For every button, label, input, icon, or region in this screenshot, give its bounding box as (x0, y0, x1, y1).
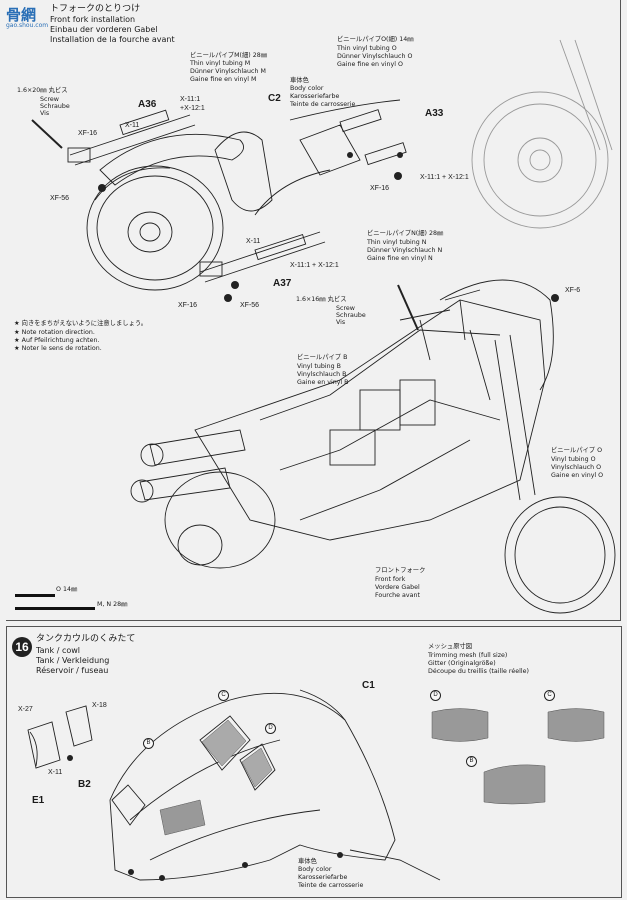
callout-mesh-b: B (466, 756, 477, 767)
tube-m-jp: ビニールパイプM(細) 28㎜ (190, 52, 268, 59)
scale-bar-o (15, 594, 55, 597)
step15-title-fr: Installation de la fourche avant (50, 35, 175, 44)
tube-o-top-fr: Gaine fine en vinyl O (337, 61, 403, 68)
screw-mid-de: Schraube (336, 312, 366, 319)
tube-b-jp: ビニールパイプ B (297, 354, 348, 361)
body-color-fr: Teinte de carrosserie (290, 101, 356, 108)
part-e1: E1 (32, 795, 45, 806)
part-a33: A33 (425, 108, 444, 119)
front-fork-de: Vordere Gabel (375, 584, 420, 591)
paint-x27: X-27 (18, 706, 33, 713)
tube-b-de: Vinylschlauch B (297, 371, 347, 378)
body-color16-de: Karosseriefarbe (298, 874, 348, 881)
screw-mid-size: 1.6×16㎜ 丸ビス (296, 296, 347, 303)
callout-mesh-c: C (544, 690, 555, 701)
part-b2: B2 (78, 779, 91, 790)
part-a37: A37 (273, 278, 292, 289)
step16-title-fr: Réservoir / fuseau (36, 666, 109, 675)
note-en: ★ Note rotation direction. (14, 329, 95, 336)
mesh-fr: Découpe du treillis (taille réelle) (428, 668, 529, 675)
tube-b-fr: Gaine en vinyl B (297, 379, 349, 386)
body-color16-fr: Teinte de carrosserie (298, 882, 364, 889)
paint-x11-x12-c: X-11:1 + X-12:1 (290, 262, 339, 269)
step16-title-jp: タンクカウルのくみたて (36, 634, 136, 644)
callout-c-a: C (218, 690, 229, 701)
note-de: ★ Auf Pfeilrichtung achten. (14, 337, 100, 344)
body-color16-jp: 車体色 (298, 858, 317, 865)
step16-title-en: Tank / cowl (36, 646, 81, 655)
paint-xf16-b: XF-16 (370, 185, 390, 192)
tube-o-top-jp: ビニールパイプO(細) 14㎜ (337, 36, 414, 43)
tube-o-top-en: Thin vinyl tubing O (337, 45, 397, 52)
paint-x11-x12-b: X-11:1 + X-12:1 (420, 174, 469, 181)
tube-o-right-fr: Gaine en vinyl O (551, 472, 604, 479)
tube-m-fr: Gaine fine en vinyl M (190, 76, 257, 83)
screw-mid-en: Screw (336, 305, 355, 312)
watermark-url: gao.shou.com (6, 22, 49, 29)
screw-mid-fr: Vis (336, 319, 346, 326)
body-color-jp: 車体色 (290, 77, 309, 84)
paint-x11-x12-a: X-11:1 +X-12:1 (180, 96, 205, 112)
note-jp: ★ 向きをまちがえないように注意しましょう。 (14, 320, 148, 327)
part-c2: C2 (268, 93, 281, 104)
step15-title-jp: トフォークのとりつけ (50, 4, 141, 14)
tube-n-en: Thin vinyl tubing N (367, 239, 427, 246)
paint-x18: X-18 (92, 702, 107, 709)
part-c1: C1 (362, 680, 375, 691)
paint-xf16-a: XF-16 (78, 130, 98, 137)
body-color16-en: Body color (298, 866, 332, 873)
callout-mesh-d: D (430, 690, 441, 701)
tube-b-en: Vinyl tubing B (297, 363, 341, 370)
step-16-panel (6, 626, 622, 898)
paint-x11-b: X-11 (246, 238, 261, 245)
screw-top-size: 1.6×20㎜ 丸ビス (17, 87, 68, 94)
step15-title-de: Einbau der vorderen Gabel (50, 25, 158, 34)
front-fork-jp: フロントフォーク (375, 567, 426, 574)
screw-top-fr: Vis (40, 110, 50, 117)
front-fork-drawing (31, 39, 616, 614)
tube-o-right-de: Vinylschlauch O (551, 464, 602, 471)
mesh-de: Gitter (Originalgröße) (428, 660, 496, 667)
callout-b-a: B (143, 738, 154, 749)
paint-xf6: XF-6 (565, 287, 581, 294)
tube-o-top-de: Dünner Vinylschlauch O (337, 53, 413, 60)
paint-x11: X-11 (48, 769, 63, 776)
mesh-en: Trimming mesh (full size) (428, 652, 508, 659)
step-16-number: 16 (12, 637, 32, 657)
tube-n-jp: ビニールパイプN(細) 28㎜ (367, 230, 444, 237)
scale-o-label: O 14㎜ (56, 586, 78, 593)
body-color-en: Body color (290, 85, 324, 92)
part-a36: A36 (138, 99, 157, 110)
step16-title-de: Tank / Verkleidung (36, 656, 110, 665)
tube-n-de: Dünner Vinylschlauch N (367, 247, 443, 254)
tube-m-en: Thin vinyl tubing M (190, 60, 251, 67)
front-fork-fr: Fourche avant (375, 592, 420, 599)
callout-d-a: D (265, 723, 276, 734)
screw-top-en: Screw (40, 96, 59, 103)
scale-mn-label: M, N 28㎜ (97, 601, 128, 608)
paint-xf56-b: XF-56 (240, 302, 260, 309)
paint-x11-a: X-11 (125, 122, 140, 129)
step15-title-en: Front fork installation (50, 15, 136, 24)
tube-m-de: Dünner Vinylschlauch M (190, 68, 266, 75)
watermark-logo: 骨網 (6, 6, 37, 24)
body-color-de: Karosseriefarbe (290, 93, 340, 100)
note-fr: ★ Noter le sens de rotation. (14, 345, 102, 352)
mesh-jp: メッシュ原寸図 (428, 643, 473, 650)
tube-n-fr: Gaine fine en vinyl N (367, 255, 433, 262)
tube-o-right-en: Vinyl tubing O (551, 456, 596, 463)
screw-top-de: Schraube (40, 103, 70, 110)
paint-xf56-a: XF-56 (50, 195, 70, 202)
tube-o-right-jp: ビニールパイプ O (551, 447, 603, 454)
front-fork-en: Front fork (375, 576, 406, 583)
scale-bar-mn (15, 607, 95, 610)
step-15-panel (6, 0, 621, 621)
paint-xf16-c: XF-16 (178, 302, 198, 309)
